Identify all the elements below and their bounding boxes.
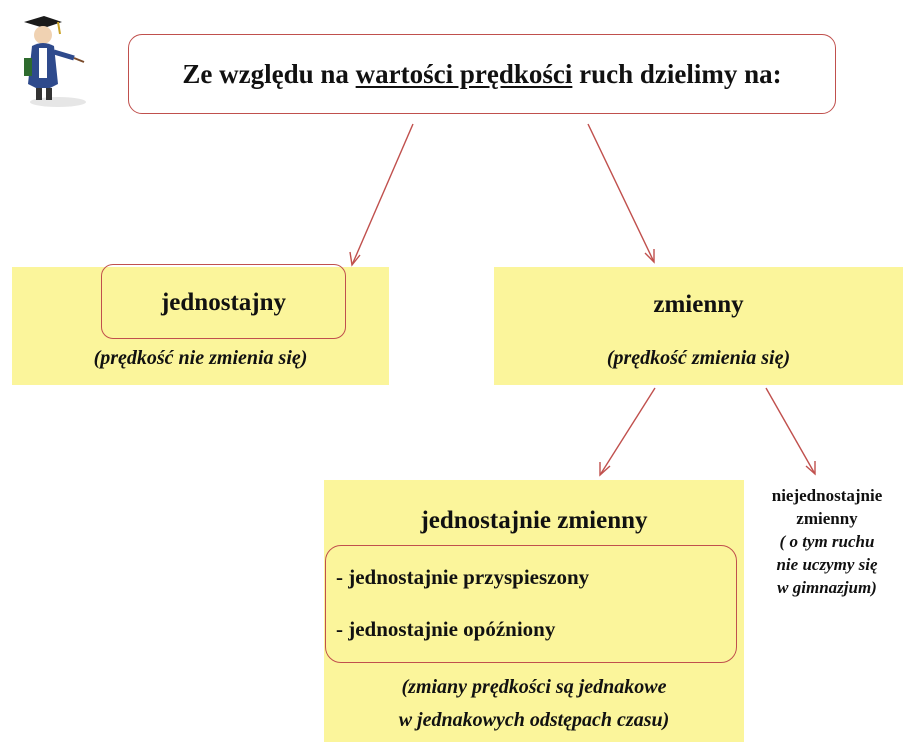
jednostajnie-zmienny-note-line2: w jednakowych odstępach czasu) bbox=[398, 709, 670, 731]
arrow-to-zmienny bbox=[587, 123, 655, 263]
zmienny-heading: zmienny bbox=[653, 291, 744, 318]
zmienny-panel bbox=[494, 267, 903, 385]
arrow-to-niejednostajnie bbox=[765, 387, 816, 475]
jednostajny-panel bbox=[12, 267, 389, 385]
title-suffix: ruch dzielimy na: bbox=[572, 58, 782, 89]
jednostajny-note: (prędkość nie zmienia się) bbox=[93, 347, 308, 369]
title-box: Ze względu na wartości prędkości ruch dz… bbox=[128, 34, 836, 114]
graduate-professor-icon bbox=[24, 16, 86, 107]
list-item-opozniony: - jednostajnie opóźniony bbox=[336, 617, 556, 641]
niejednostajnie-line2: zmienny bbox=[796, 509, 858, 528]
jednostajnie-zmienny-heading: jednostajnie zmienny bbox=[420, 507, 648, 534]
arrowhead-niejednostajnie bbox=[805, 461, 816, 476]
arrowhead-zmienny bbox=[644, 249, 655, 264]
arrowhead-jednostajny bbox=[349, 251, 361, 267]
jednostajny-heading: jednostajny bbox=[160, 289, 286, 316]
jednostajnie-zmienny-list-box bbox=[325, 545, 737, 663]
jednostajnie-zmienny-note-line1: (zmiany prędkości są jednakowe bbox=[401, 676, 667, 698]
niejednostajnie-line5: w gimnazjum) bbox=[777, 578, 877, 597]
arrow-to-jednostajnie-zmienny bbox=[599, 387, 656, 476]
list-item-przyspieszony: - jednostajnie przyspieszony bbox=[336, 565, 590, 589]
arrowhead-jednostajnie-zmienny bbox=[599, 462, 611, 477]
title-emphasis: wartości prędkości bbox=[355, 58, 573, 89]
arrow-to-jednostajny bbox=[351, 123, 414, 266]
jednostajnie-zmienny-panel bbox=[324, 480, 744, 742]
niejednostajnie-line3: ( o tym ruchu bbox=[779, 532, 875, 551]
title-prefix: Ze względu na bbox=[182, 58, 356, 89]
niejednostajnie-line1: niejednostajnie bbox=[771, 486, 883, 505]
niejednostajnie-label: niejednostajnie zmienny ( o tym ruchu ni… bbox=[757, 484, 897, 599]
jednostajny-highlight-box bbox=[101, 264, 346, 339]
zmienny-note: (prędkość zmienia się) bbox=[606, 347, 791, 369]
niejednostajnie-line4: nie uczymy się bbox=[776, 555, 878, 574]
